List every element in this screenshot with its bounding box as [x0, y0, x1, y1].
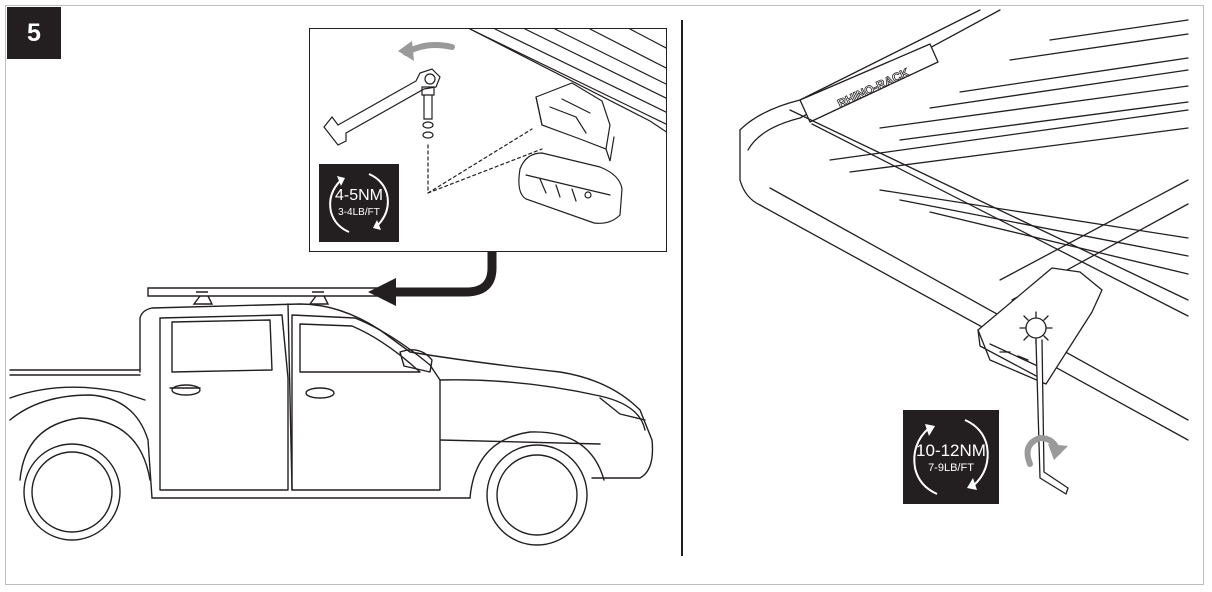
torque-spec-badge-small: 4-5NM 3-4LB/FT: [319, 164, 399, 242]
torque-lbft-label: 7-9LB/FT: [928, 462, 974, 474]
torque-lbft-label: 3-4LB/FT: [338, 207, 380, 218]
rotation-arcs-icon: [913, 419, 989, 495]
torque-spec-badge-large: 10-12NM 7-9LB/FT: [903, 410, 999, 504]
step-number: 5: [27, 18, 41, 47]
bolt-assembly-detail: [323, 29, 666, 224]
torque-nm-label: 4-5NM: [334, 187, 383, 204]
step-number-badge: 5: [7, 7, 61, 59]
panel-divider: [681, 20, 683, 556]
rotation-arcs-icon: [329, 173, 389, 233]
detail-inset: [309, 28, 667, 252]
torque-nm-label: 10-12NM: [916, 441, 986, 460]
page-frame: [5, 5, 1204, 585]
